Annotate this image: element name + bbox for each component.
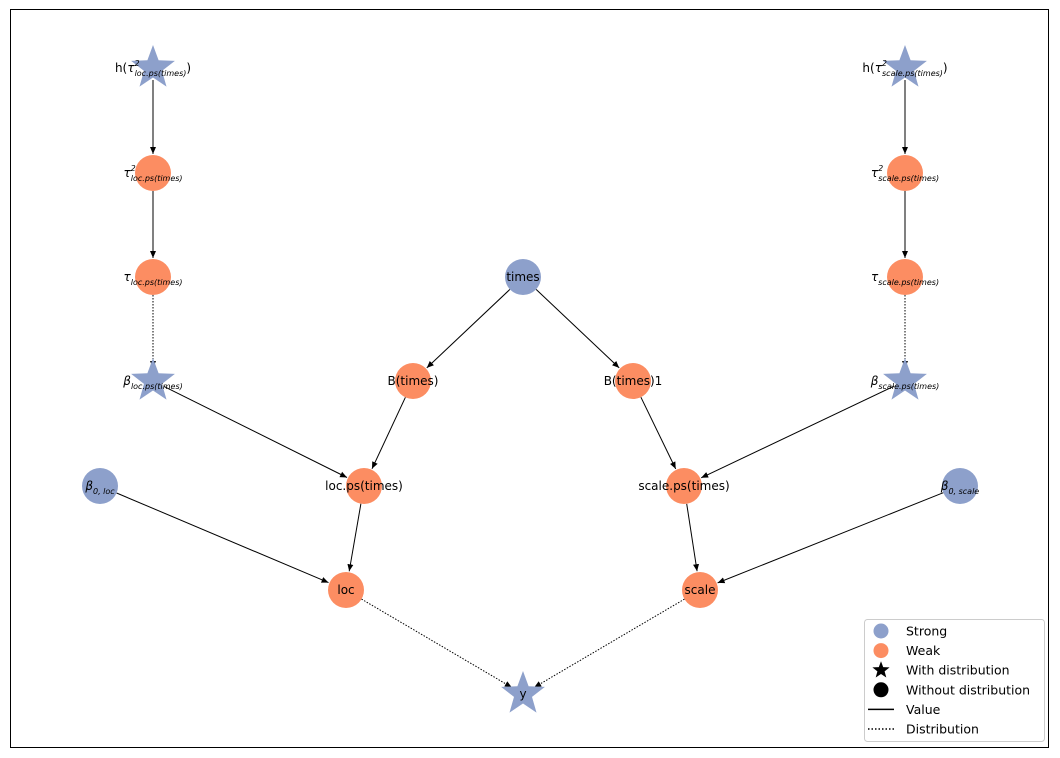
label-symbol: τ [123, 166, 131, 180]
label-superscript: 2 [134, 59, 139, 68]
label-symbol: β [940, 479, 949, 493]
label-subscript: scale.ps(times) [882, 69, 943, 78]
label-symbol: τ [123, 270, 131, 284]
edge-loc_ps-to-loc [347, 503, 362, 572]
legend-item-without_dist: Without distribution [873, 682, 1030, 698]
legend-item-strong: Strong [873, 623, 947, 639]
legend-marker-strong [873, 623, 889, 639]
label-symbol: τ [875, 61, 883, 75]
label-symbol: τ [871, 270, 879, 284]
node-h_tau2_scale [883, 45, 927, 87]
node-label-scale_ps: scale.ps(times) [638, 479, 729, 493]
edge-scale-to-y [533, 598, 685, 688]
edge-loc-to-y [361, 598, 513, 688]
label-symbol: τ [871, 166, 879, 180]
label-subscript: scale.ps(times) [878, 382, 939, 391]
node-times [505, 259, 541, 295]
edge-beta0_scale-to-scale [717, 492, 944, 584]
legend-marker-weak [873, 643, 889, 659]
node-label-y: y [519, 687, 526, 701]
label-prefix: h( [862, 61, 874, 75]
node-scale_ps [666, 468, 702, 504]
node-label-beta_loc: βloc.ps(times) [122, 374, 182, 391]
label-subscript: loc.ps(times) [131, 278, 183, 287]
label-subscript: scale.ps(times) [878, 174, 939, 183]
node-tau_scale [887, 259, 923, 295]
node-label-beta_scale: βscale.ps(times) [870, 374, 940, 391]
legend-label-without_dist: Without distribution [906, 682, 1030, 697]
node-label-B_times: B(times) [388, 374, 439, 388]
legend-box [864, 619, 1045, 742]
node-beta0_loc [82, 468, 118, 504]
node-tau2_scale [887, 155, 923, 191]
node-loc [328, 572, 364, 608]
label-suffix: ) [943, 61, 948, 75]
node-label-tau_loc: τloc.ps(times) [123, 270, 182, 287]
node-label-beta0_scale: β0, scale [940, 479, 980, 496]
node-label-B_times1: B(times)1 [604, 374, 663, 388]
node-tau2_loc [135, 155, 171, 191]
label-suffix: ) [186, 61, 191, 75]
label-symbol: β [870, 374, 879, 388]
node-label-times: times [506, 270, 539, 284]
label-subscript: scale.ps(times) [878, 278, 939, 287]
legend-item-with_dist: With distribution [872, 661, 1010, 678]
legend-label-distribution: Distribution [906, 722, 979, 737]
node-label-scale: scale [685, 583, 716, 597]
edges-layer [116, 80, 944, 688]
node-B_times [395, 363, 431, 399]
edge-times-to-B_times1 [535, 289, 620, 369]
node-label-tau_scale: τscale.ps(times) [871, 270, 939, 287]
legend-item-value: Value [868, 702, 941, 717]
label-subscript: loc.ps(times) [131, 174, 183, 183]
node-label-loc: loc [337, 583, 354, 597]
edge-B_times1-to-scale_ps [640, 396, 677, 470]
node-beta_loc [131, 358, 175, 400]
label-subscript: 0, scale [948, 487, 979, 496]
label-subscript: loc.ps(times) [131, 382, 183, 391]
edge-beta_scale-to-scale_ps [700, 385, 895, 479]
label-subscript: 0, loc [93, 487, 115, 496]
label-superscript: 2 [882, 59, 887, 68]
node-beta0_scale [942, 468, 978, 504]
node-label-loc_ps: loc.ps(times) [325, 479, 403, 493]
node-loc_ps [346, 468, 382, 504]
legend-marker-with_dist [872, 661, 890, 678]
node-label-beta0_loc: β0, loc [84, 479, 115, 496]
edge-B_times-to-loc_ps [371, 397, 406, 470]
legend-label-value: Value [906, 702, 941, 717]
node-tau_loc [135, 259, 171, 295]
node-y [501, 671, 545, 713]
label-symbol: β [84, 479, 93, 493]
legend-marker-without_dist [873, 682, 889, 698]
legend-item-weak: Weak [873, 643, 941, 659]
legend-label-weak: Weak [906, 643, 941, 658]
legend-label-strong: Strong [906, 624, 947, 639]
legend-label-with_dist: With distribution [906, 663, 1010, 678]
edge-beta_loc-to-loc_ps [163, 385, 348, 478]
label-superscript: 2 [878, 164, 883, 173]
label-symbol: β [122, 374, 131, 388]
node-scale [682, 572, 718, 608]
nodes-layer [82, 45, 978, 713]
label-superscript: 2 [131, 164, 136, 173]
edge-beta0_loc-to-loc [116, 492, 329, 584]
node-beta_scale [883, 358, 927, 400]
edge-times-to-B_times [426, 289, 511, 369]
label-subscript: loc.ps(times) [135, 69, 187, 78]
label-prefix: h( [115, 61, 127, 75]
legend-item-distribution: Distribution [868, 722, 979, 737]
label-symbol: τ [127, 61, 135, 75]
node-B_times1 [615, 363, 651, 399]
edge-scale_ps-to-scale [686, 503, 699, 572]
node-h_tau2_loc [131, 45, 175, 87]
